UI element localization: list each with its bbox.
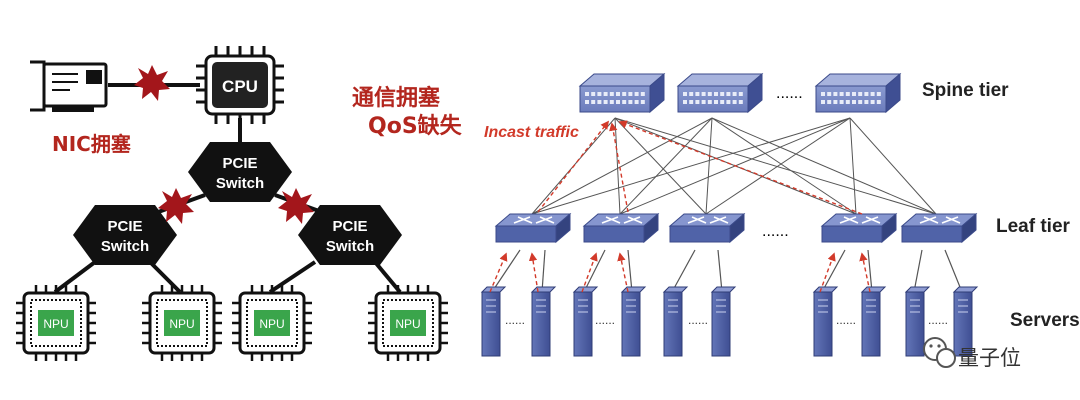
server-icon	[710, 286, 737, 357]
server-icon	[620, 286, 647, 357]
cpu-label: CPU	[222, 77, 258, 96]
pcie-switch-top: PCIE Switch	[188, 142, 292, 202]
npu-label: NPU	[259, 317, 284, 331]
leaf-switch-icon	[582, 212, 660, 244]
server-icon	[530, 286, 557, 357]
npu-label: NPU	[169, 317, 194, 331]
server-icon	[572, 286, 599, 357]
npu-label: NPU	[395, 317, 420, 331]
svg-text:PCIE: PCIE	[222, 155, 257, 172]
server-ellipsis: ......	[505, 313, 525, 327]
leaf-tier-label: Leaf tier	[996, 216, 1070, 237]
nic-card-icon	[30, 60, 108, 112]
leaf-switch-icon	[494, 212, 572, 244]
right-topology: .............................. ...... ..…	[480, 72, 979, 357]
server-icon	[860, 286, 887, 357]
spine-switch-icon	[676, 72, 764, 114]
wechat-logo-icon	[923, 337, 956, 368]
cpu-chip-icon: CPU	[196, 46, 284, 124]
server-icon	[812, 286, 839, 357]
congestion-burst-icon	[158, 188, 194, 224]
nic-congestion-label: NIC拥塞	[52, 132, 131, 156]
leaf-switch-icon	[820, 212, 898, 244]
server-ellipsis: ......	[928, 313, 948, 327]
server-ellipsis: ......	[688, 313, 708, 327]
leaf-ellipsis: ......	[762, 223, 789, 240]
comm-congestion-label: 通信拥塞	[352, 86, 441, 111]
npu-chip-icon: NPU	[368, 285, 448, 361]
pcie-switch-right: PCIE Switch	[298, 205, 402, 265]
watermark-brand: 量子位	[958, 346, 1021, 370]
svg-text:Switch: Switch	[216, 175, 264, 192]
leaf-switch-icon	[900, 212, 978, 244]
svg-text:PCIE: PCIE	[107, 218, 142, 235]
congestion-burst-icon	[134, 65, 170, 101]
svg-text:PCIE: PCIE	[332, 218, 367, 235]
npu-label: NPU	[43, 317, 68, 331]
svg-text:Switch: Switch	[326, 238, 374, 255]
spine-switch-icon	[814, 72, 902, 114]
left-topology: CPU PCIE Switch PCIE Switch PCIE Switch …	[16, 46, 448, 361]
spine-tier-label: Spine tier	[922, 80, 1009, 101]
pcie-switch-left: PCIE Switch	[73, 205, 177, 265]
incast-traffic-label: Incast traffic	[484, 124, 579, 141]
server-icon	[662, 286, 689, 357]
spine-switch-icon	[578, 72, 666, 114]
server-icon	[480, 286, 507, 357]
svg-text:Switch: Switch	[101, 238, 149, 255]
npu-chip-icon: NPU	[16, 285, 96, 361]
qos-missing-label: QoS缺失	[368, 114, 462, 139]
server-ellipsis: ......	[595, 313, 615, 327]
spine-ellipsis: ......	[776, 85, 803, 102]
servers-label: Servers	[1010, 310, 1080, 331]
congestion-burst-icon	[278, 188, 314, 224]
npu-chip-icon: NPU	[232, 285, 312, 361]
leaf-switch-icon	[668, 212, 746, 244]
server-ellipsis: ......	[836, 313, 856, 327]
server-icon	[952, 286, 979, 357]
npu-chip-icon: NPU	[142, 285, 222, 361]
server-icon	[904, 286, 931, 357]
